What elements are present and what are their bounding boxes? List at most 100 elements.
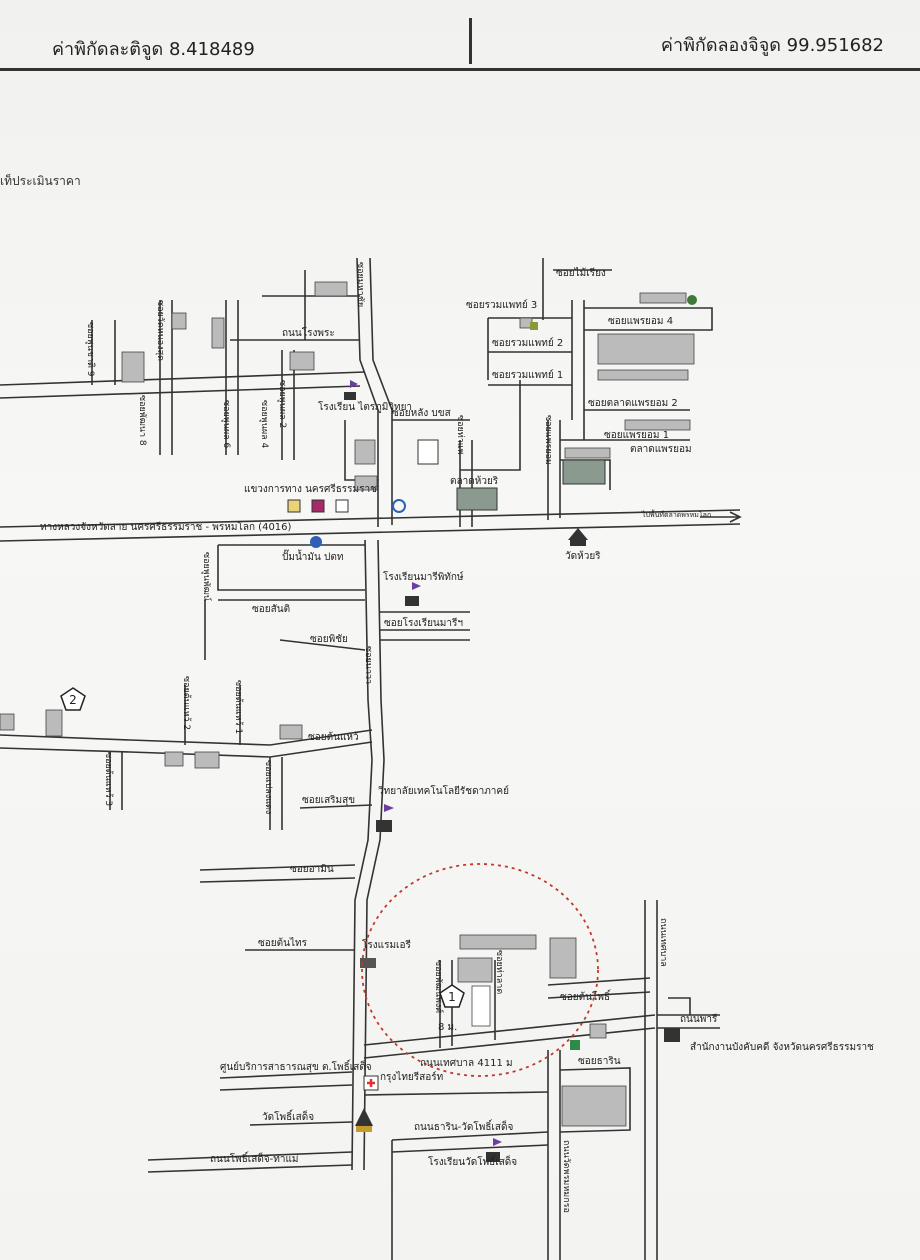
soi-tonkhwa-road-b <box>0 741 373 758</box>
place-market-huairi: ตลาดห้วยริ <box>450 475 499 487</box>
small-icon <box>530 322 538 330</box>
thanon-4111-b <box>363 1027 656 1059</box>
office-icon <box>311 499 325 513</box>
soi-amin-road-b <box>199 877 356 883</box>
road-soi-ruamphaet3: ซอยรวมแพทย์ 3 <box>466 299 537 311</box>
bus-icon <box>392 499 406 513</box>
road-soi-tonsai: ซอยต้นไทร <box>258 937 308 949</box>
thanon-4111-a <box>363 1014 656 1046</box>
vlabel-soi-5: ซอยพูนผล 4 <box>259 400 269 449</box>
main-ns-road-b <box>363 539 385 1171</box>
road-soi-tonpho: ซอยต้นโพธิ์ <box>560 989 612 1003</box>
place-wat-phosadet: วัดโพธิ์เสด็จ <box>262 1109 314 1123</box>
road-soi-maeyom1: ซอยแพรยอม 1 <box>604 430 669 441</box>
building <box>164 751 184 767</box>
highway-road-bottom <box>0 523 741 542</box>
soi-phichai-road <box>279 639 366 651</box>
road-soi-maeyom4: ซอยแพรยอม 4 <box>608 316 673 327</box>
building <box>171 312 187 330</box>
vlabel-soi-8: ซอยท่าแพ <box>455 415 465 455</box>
road-soi-santi: ซอยสันติ <box>252 604 290 615</box>
map-icons <box>287 295 697 1162</box>
place-school-mari: โรงเรียนมารีพิทักษ์ <box>383 570 464 583</box>
marker-2: 2 <box>60 687 86 711</box>
building <box>314 281 348 297</box>
building <box>121 351 145 383</box>
appraisal-note: เท็ประเมินราคา <box>0 174 81 188</box>
road-soi-soemsuk: ซอยเสริมสุข <box>302 795 355 806</box>
map-labels: ทางหลวงจังหวัดสาย นครศรีธรรมราช - พรหมโล… <box>40 267 874 1168</box>
west-road-1 <box>0 371 366 386</box>
vlabel-soi-10: ซอยต้นแหว้ 2 <box>181 676 192 730</box>
vlabel-soi-2: ซอยพัฒนา 8 <box>137 395 147 446</box>
tharin-wat-road-b <box>391 1144 549 1153</box>
subject-building <box>471 985 491 1027</box>
market-maeyom-image <box>562 459 606 485</box>
building <box>561 1085 627 1127</box>
road-soi-amin: ซอยอามิน <box>290 864 334 875</box>
tharin-loop <box>559 1067 631 1133</box>
shop-icon <box>570 1040 580 1050</box>
vlabel-soi-4: ซอยพูนผล 6 <box>221 400 231 449</box>
place-wat-huairi: วัดห้วยริ <box>565 550 601 562</box>
temple-icon <box>568 528 588 546</box>
court-icon <box>664 1028 680 1042</box>
soi-tonpho-road-b <box>547 991 651 999</box>
road-soi-tharin: ซอยธาริน <box>578 1056 621 1067</box>
place-krungthai: กรุงไทยรีสอร์ท <box>380 1071 443 1083</box>
place-school-trikumvit: โรงเรียน ไตรภูมิวิทยา <box>318 400 412 413</box>
road-soi-ruamphaet1: ซอยรวมแพทย์ 1 <box>492 369 563 381</box>
vlabel-soi-18: ซอยท่าลาด <box>494 950 504 994</box>
road-soi-lang-bos: ซอยหลัง บขส <box>392 408 451 419</box>
soi-amin-road-a <box>199 864 356 871</box>
office-icon <box>335 499 349 513</box>
coordinates-header: ค่าพิกัดละติจูด 8.418489 ค่าพิกัดลองจิจู… <box>0 0 920 71</box>
building <box>457 957 493 983</box>
phosadet-thamae-b <box>147 1164 353 1173</box>
marker-1-label: 1 <box>448 990 456 1004</box>
west-road-2 <box>0 385 361 399</box>
place-gas-station: ปั๊มน้ำมัน ปตท <box>282 549 343 563</box>
vlabel-soi-1: ซอยพูนชาติ 9 <box>85 322 96 377</box>
school-icon <box>486 1138 502 1162</box>
building <box>549 937 577 979</box>
place-health-center: ศูนย์บริการสาธารณสุข ต.โพธิ์เสด็จ <box>220 1059 372 1073</box>
vertical-road-labels: ซอยพูนชาติ 9 ซอยพัฒนา 8 ซอยวัดหนองสุด ซอ… <box>85 262 668 1213</box>
place-highway-dept: แขวงการทาง นครศรีธรรมราช <box>244 483 377 495</box>
health-road-a <box>219 1071 353 1079</box>
vlabel-soi-13: ซอยนาวา <box>363 646 373 684</box>
place-hotel: โรงแรมเอรี <box>362 938 411 951</box>
place-court: สำนักงานบังคับคดี จังหวัดนครศรีธรรมราช <box>690 1041 874 1053</box>
vlabel-soi-16: ซอยพัฒนพงศ์ <box>433 960 445 1013</box>
vlabel-soi-14: ซอยแปลงแดง <box>263 760 273 814</box>
road-soi-tonkhwa: ซอยต้นแหว้ <box>308 731 359 743</box>
road-soi-ruamphaet2: ซอยรวมแพทย์ 2 <box>492 337 563 349</box>
road-soi-rongrian-mari: ซอยโรงเรียนมารีฯ <box>384 616 463 629</box>
building <box>639 292 687 304</box>
school-icon <box>405 582 421 606</box>
office-icon <box>287 499 301 513</box>
health-east-road <box>363 1091 549 1096</box>
gas-station-icon <box>310 536 322 548</box>
market-huairi-image <box>456 487 498 511</box>
maeyom4-road <box>584 307 713 331</box>
building <box>564 447 611 459</box>
road-soi-market-maeyom2: ซอยตลาดแพรยอม 2 <box>588 398 678 409</box>
building <box>354 439 376 465</box>
road-thanon-phosadet-thamae: ถนนโพธิ์เสด็จ-ท่าแม่ <box>210 1151 299 1165</box>
health-road-b <box>219 1084 353 1091</box>
building <box>597 369 689 381</box>
building <box>597 333 695 365</box>
phosadet-thamae-a <box>147 1151 353 1161</box>
vlabel-soi-7: ซอยมหาชัย <box>355 262 365 307</box>
north-road-b <box>369 257 393 525</box>
soi-tonkhwa-road-a <box>0 729 373 746</box>
highway-arrowhead <box>729 511 742 523</box>
ne-loop-road <box>460 380 521 471</box>
road-soi-phichai: ซอยพิชัย <box>310 634 348 645</box>
building <box>211 317 225 349</box>
building <box>459 934 537 950</box>
soi-soemsuk-road <box>299 804 373 809</box>
